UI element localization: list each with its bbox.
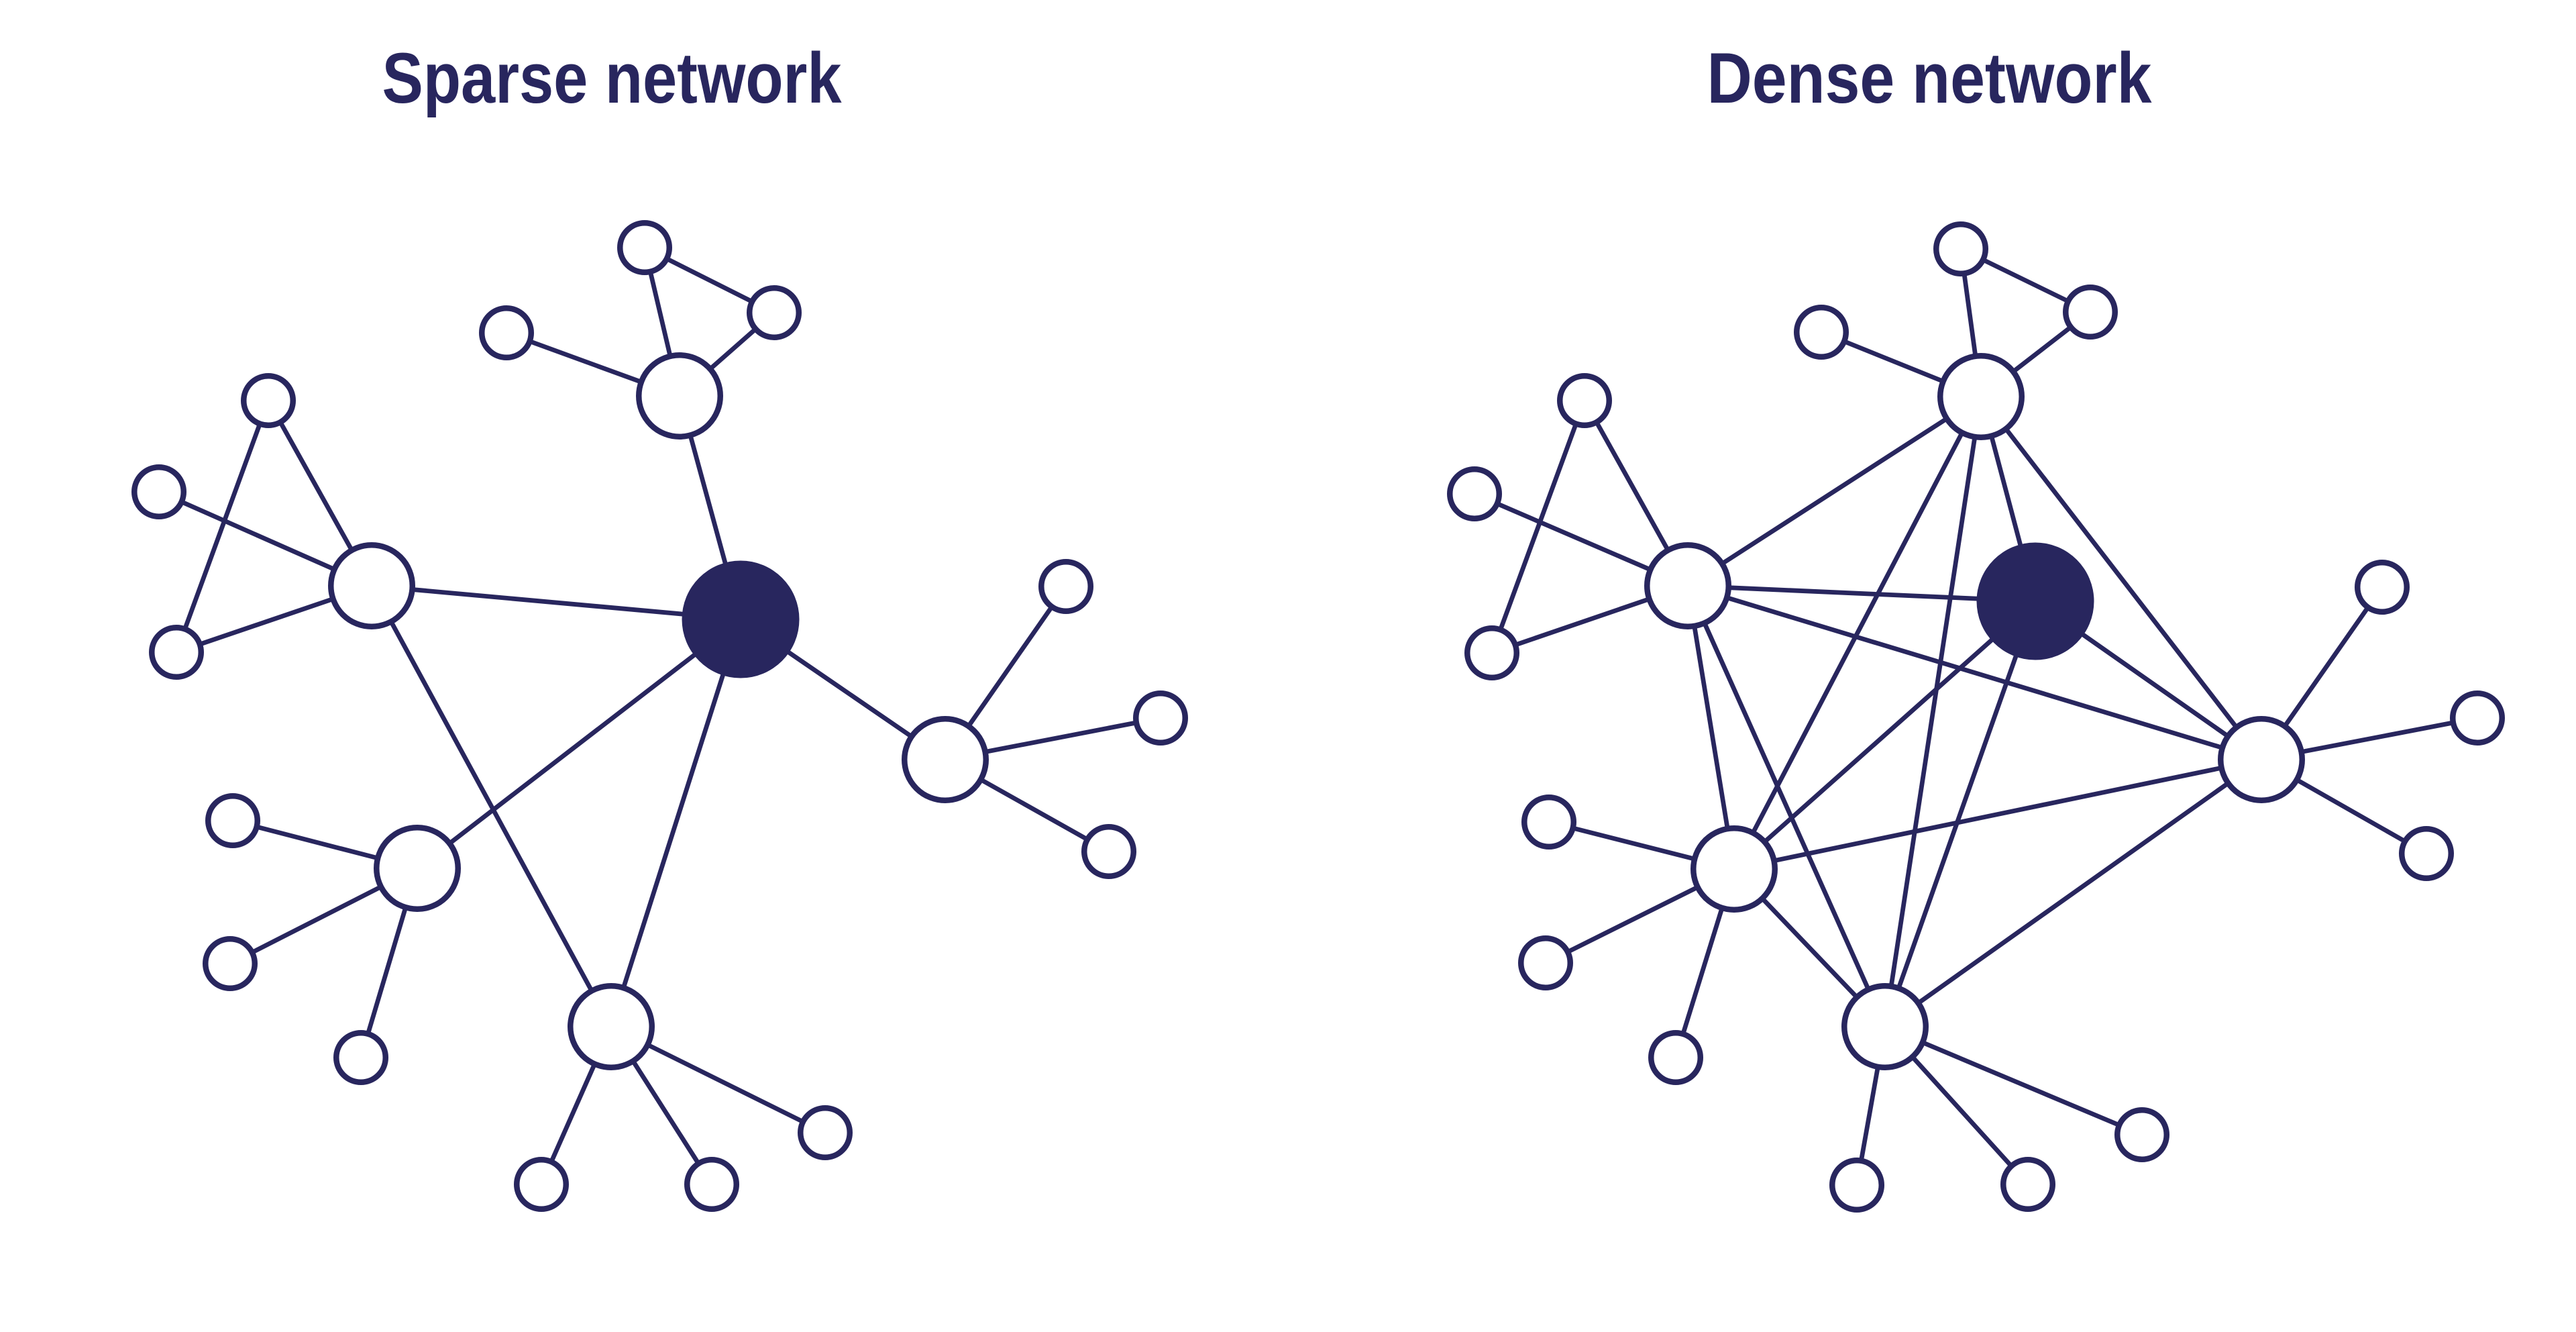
svg-text:Sparse network: Sparse network — [382, 38, 842, 118]
svg-text:Dense network: Dense network — [1707, 38, 2152, 118]
